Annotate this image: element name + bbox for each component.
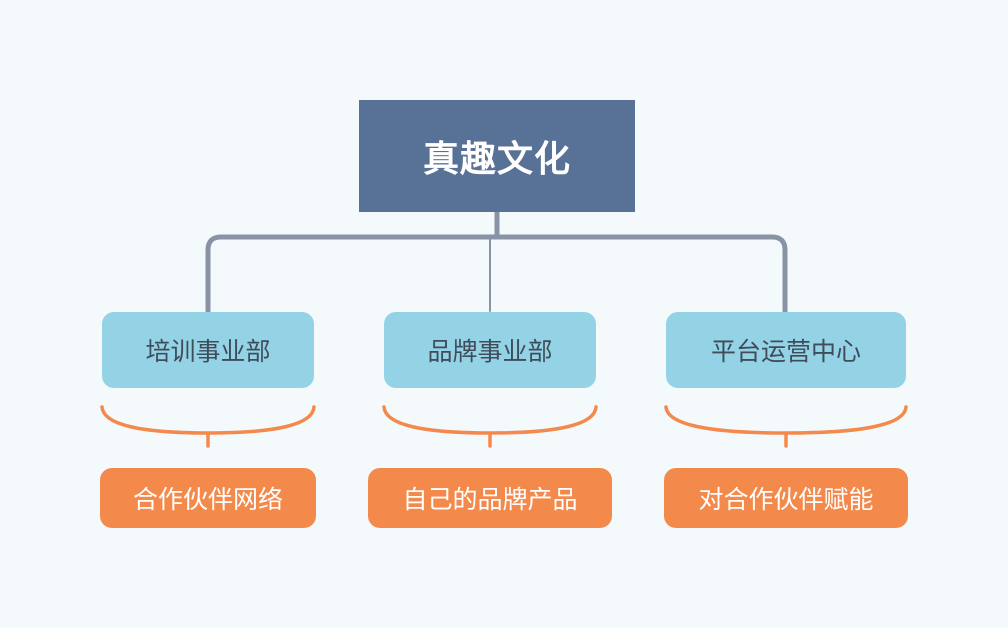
department-node-training: 培训事业部 xyxy=(102,312,314,388)
result-node-own-brand-products: 自己的品牌产品 xyxy=(368,468,612,528)
brace-right xyxy=(664,405,908,448)
brace-left xyxy=(100,405,316,448)
root-node: 真趣文化 xyxy=(359,100,635,212)
result-node-partner-network: 合作伙伴网络 xyxy=(100,468,316,528)
result-node-partner-empowerment: 对合作伙伴赋能 xyxy=(664,468,908,528)
brace-center xyxy=(382,405,598,448)
horizontal-bus-line xyxy=(205,234,788,314)
department-node-brand: 品牌事业部 xyxy=(384,312,596,388)
department-node-platform: 平台运营中心 xyxy=(666,312,906,388)
